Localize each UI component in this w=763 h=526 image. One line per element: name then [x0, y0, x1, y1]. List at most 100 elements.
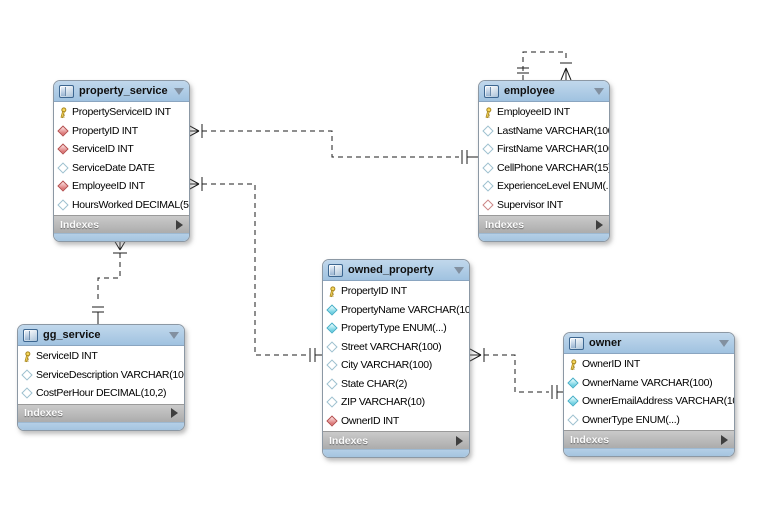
field-list: PropertyServiceID INT PropertyID INT Servi… [54, 102, 189, 215]
field-label: State CHAR(2) [341, 377, 408, 390]
field-row-street[interactable]: Street VARCHAR(100) [323, 338, 469, 357]
field-row-ownertype[interactable]: OwnerType ENUM(...) [564, 411, 734, 430]
expand-arrow-icon[interactable] [596, 219, 603, 230]
primary-key-icon [567, 358, 579, 371]
expand-arrow-icon[interactable] [171, 408, 178, 418]
indexes-label: Indexes [570, 433, 610, 446]
relationship-property_service-owned_property[interactable] [187, 177, 322, 362]
table-gg_service[interactable]: gg_service ServiceID INT ServiceDescripti… [17, 324, 185, 431]
field-label: LastName VARCHAR(100) [497, 124, 609, 137]
attr-hollow-icon [482, 162, 494, 174]
table-header[interactable]: owned_property [323, 260, 469, 281]
field-row-owneremailaddress[interactable]: OwnerEmailAddress VARCHAR(100) [564, 392, 734, 411]
expand-arrow-icon[interactable] [176, 219, 183, 230]
field-label: City VARCHAR(100) [341, 359, 432, 372]
table-header[interactable]: property_service [54, 81, 189, 102]
field-row-employeeid[interactable]: EmployeeID INT [54, 177, 189, 196]
table-footer [323, 449, 469, 457]
fk-filled-icon [57, 180, 69, 192]
field-row-propertytype[interactable]: PropertyType ENUM(...) [323, 319, 469, 338]
field-row-city[interactable]: City VARCHAR(100) [323, 356, 469, 375]
collapse-triangle-icon[interactable] [594, 87, 604, 95]
field-row-cellphone[interactable]: CellPhone VARCHAR(15) [479, 159, 609, 178]
field-row-supervisor[interactable]: Supervisor INT [479, 196, 609, 215]
field-label: Street VARCHAR(100) [341, 340, 442, 353]
field-row-serviceid[interactable]: ServiceID INT [18, 347, 184, 366]
relationship-employee-self[interactable] [517, 51, 572, 81]
field-label: PropertyName VARCHAR(100) [341, 303, 469, 316]
table-header[interactable]: gg_service [18, 325, 184, 346]
field-row-ownername[interactable]: OwnerName VARCHAR(100) [564, 374, 734, 393]
field-label: PropertyID INT [341, 285, 407, 298]
field-row-ownerid[interactable]: OwnerID INT [564, 355, 734, 374]
field-row-state[interactable]: State CHAR(2) [323, 375, 469, 394]
field-list: ServiceID INT ServiceDescription VARCHAR(… [18, 346, 184, 404]
field-row-serviceid[interactable]: ServiceID INT [54, 140, 189, 159]
field-list: PropertyID INT PropertyName VARCHAR(100) P… [323, 281, 469, 431]
field-row-ownerid[interactable]: OwnerID INT [323, 412, 469, 431]
table-owner[interactable]: owner OwnerID INT OwnerName VARCHAR(100) O… [563, 332, 735, 457]
field-label: ServiceDate DATE [72, 161, 155, 174]
field-label: ServiceDescription VARCHAR(100) [36, 368, 184, 381]
field-label: OwnerEmailAddress VARCHAR(100) [582, 395, 734, 408]
field-label: ServiceID INT [36, 350, 98, 363]
field-row-servicedescription[interactable]: ServiceDescription VARCHAR(100) [18, 366, 184, 385]
table-footer [18, 421, 184, 430]
primary-key-icon [21, 350, 33, 363]
field-row-propertyserviceid[interactable]: PropertyServiceID INT [54, 103, 189, 122]
field-label: PropertyID INT [72, 124, 138, 137]
field-row-costperhour[interactable]: CostPerHour DECIMAL(10,2) [18, 384, 184, 403]
field-label: ZIP VARCHAR(10) [341, 396, 425, 409]
field-label: HoursWorked DECIMAL(5,2) [72, 198, 189, 211]
primary-key-icon [482, 106, 494, 119]
field-label: EmployeeID INT [497, 106, 570, 119]
table-header[interactable]: owner [564, 333, 734, 354]
attr-hollow-icon [482, 125, 494, 137]
table-footer [479, 233, 609, 241]
indexes-bar[interactable]: Indexes [479, 215, 609, 233]
relationship-property_service-gg_service[interactable] [92, 239, 127, 324]
field-label: Supervisor INT [497, 198, 563, 211]
relationship-owned_property-owner[interactable] [469, 348, 563, 399]
collapse-triangle-icon[interactable] [169, 331, 179, 339]
field-row-firstname[interactable]: FirstName VARCHAR(100) [479, 140, 609, 159]
collapse-triangle-icon[interactable] [174, 87, 184, 95]
table-header[interactable]: employee [479, 81, 609, 102]
fk-filled-icon [57, 143, 69, 155]
table-icon [328, 263, 343, 277]
table-title: owner [589, 337, 622, 349]
field-row-experiencelevel[interactable]: ExperienceLevel ENUM(...) [479, 177, 609, 196]
primary-key-icon [326, 285, 338, 298]
table-footer [564, 448, 734, 456]
indexes-label: Indexes [329, 434, 369, 447]
expand-arrow-icon[interactable] [721, 434, 728, 445]
field-row-employeeid[interactable]: EmployeeID INT [479, 103, 609, 122]
table-footer [54, 233, 189, 241]
indexes-bar[interactable]: Indexes [54, 215, 189, 233]
field-row-lastname[interactable]: LastName VARCHAR(100) [479, 122, 609, 141]
indexes-bar[interactable]: Indexes [564, 430, 734, 448]
indexes-bar[interactable]: Indexes [18, 403, 184, 422]
table-icon [23, 328, 38, 342]
field-row-servicedate[interactable]: ServiceDate DATE [54, 159, 189, 178]
field-label: OwnerName VARCHAR(100) [582, 376, 713, 389]
field-row-hoursworked[interactable]: HoursWorked DECIMAL(5,2) [54, 196, 189, 215]
attr-hollow-icon [21, 387, 33, 399]
field-row-propertyname[interactable]: PropertyName VARCHAR(100) [323, 301, 469, 320]
attr-hollow-icon [326, 359, 338, 371]
table-employee[interactable]: employee EmployeeID INT LastName VARCHAR(… [478, 80, 610, 242]
field-row-zip[interactable]: ZIP VARCHAR(10) [323, 393, 469, 412]
indexes-bar[interactable]: Indexes [323, 431, 469, 449]
relationship-property_service-employee[interactable] [187, 124, 478, 164]
table-icon [59, 84, 74, 98]
field-row-propertyid[interactable]: PropertyID INT [323, 282, 469, 301]
collapse-triangle-icon[interactable] [719, 339, 729, 347]
expand-arrow-icon[interactable] [456, 435, 463, 446]
table-owned_property[interactable]: owned_property PropertyID INT PropertyNam… [322, 259, 470, 458]
field-list: EmployeeID INT LastName VARCHAR(100) First… [479, 102, 609, 215]
collapse-triangle-icon[interactable] [454, 266, 464, 274]
field-row-propertyid[interactable]: PropertyID INT [54, 122, 189, 141]
attr-filled-icon [326, 304, 338, 316]
attr-hollow-icon [482, 143, 494, 155]
